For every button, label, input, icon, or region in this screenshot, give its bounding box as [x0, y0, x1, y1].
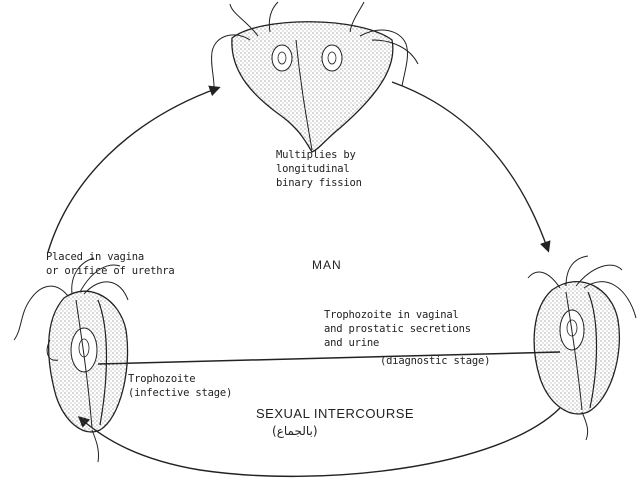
top-label: Multiplies by longitudinal binary fissio… — [276, 148, 362, 190]
infective-label-line: (infective stage) — [128, 386, 232, 400]
right-label: Trophozoite in vaginal and prostatic sec… — [324, 308, 471, 350]
top-label-line: longitudinal — [276, 162, 362, 176]
left-label-line: or orifice of urethra — [46, 264, 175, 278]
right-label-line: and prostatic secretions — [324, 322, 471, 336]
top-label-line: Multiplies by — [276, 148, 362, 162]
infective-label: Trophozoite (infective stage) — [128, 372, 232, 400]
trophozoite-infective-icon — [14, 258, 128, 462]
arrow-left-to-top — [48, 88, 218, 252]
trophozoite-dividing-icon — [212, 2, 418, 152]
top-label-line: binary fission — [276, 176, 362, 190]
right-label-line: and urine — [324, 336, 471, 350]
bottom-label: SEXUAL INTERCOURSE — [256, 406, 414, 421]
right-label-line: Trophozoite in vaginal — [324, 308, 471, 322]
left-label: Placed in vagina or orifice of urethra — [46, 250, 175, 278]
center-label: MAN — [312, 258, 342, 272]
arrow-top-to-right — [392, 82, 548, 250]
diagnostic-label: (diagnostic stage) — [380, 354, 490, 368]
divider-line — [98, 352, 560, 364]
left-label-line: Placed in vagina — [46, 250, 175, 264]
infective-label-line: Trophozoite — [128, 372, 232, 386]
trophozoite-diagnostic-icon — [528, 256, 636, 440]
bottom-sublabel: (بالجماع) — [272, 424, 318, 438]
